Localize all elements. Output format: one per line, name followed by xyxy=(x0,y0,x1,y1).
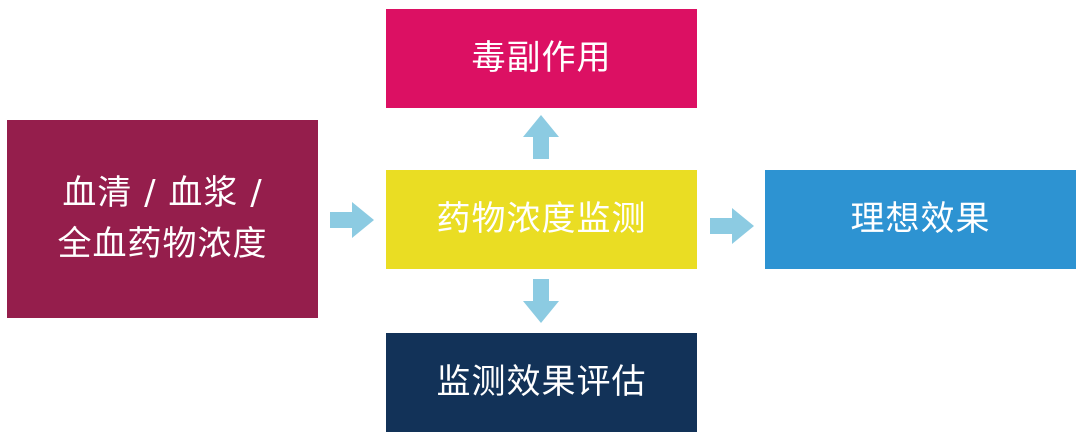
arrow-down-to-evaluation xyxy=(523,279,559,323)
node-label-line-2: 全血药物浓度 xyxy=(57,224,268,264)
node-serum-drug-concentration: 血清 / 血浆 / 全血药物浓度 xyxy=(7,120,318,318)
node-side-effects: 毒副作用 xyxy=(386,9,697,108)
node-label: 毒副作用 xyxy=(471,38,612,78)
node-label: 药物浓度监测 xyxy=(436,199,647,239)
node-drug-concentration-monitoring: 药物浓度监测 xyxy=(386,170,697,269)
node-ideal-effect: 理想效果 xyxy=(765,170,1076,269)
arrow-up-to-side-effects xyxy=(523,115,559,159)
node-label-line-1: 血清 / 血浆 / xyxy=(62,173,263,213)
arrow-right-to-ideal-effect xyxy=(710,208,754,244)
node-label: 监测效果评估 xyxy=(436,362,647,402)
node-monitoring-evaluation: 监测效果评估 xyxy=(386,333,697,432)
node-label: 理想效果 xyxy=(850,199,991,239)
arrow-right-to-monitoring xyxy=(330,202,374,238)
